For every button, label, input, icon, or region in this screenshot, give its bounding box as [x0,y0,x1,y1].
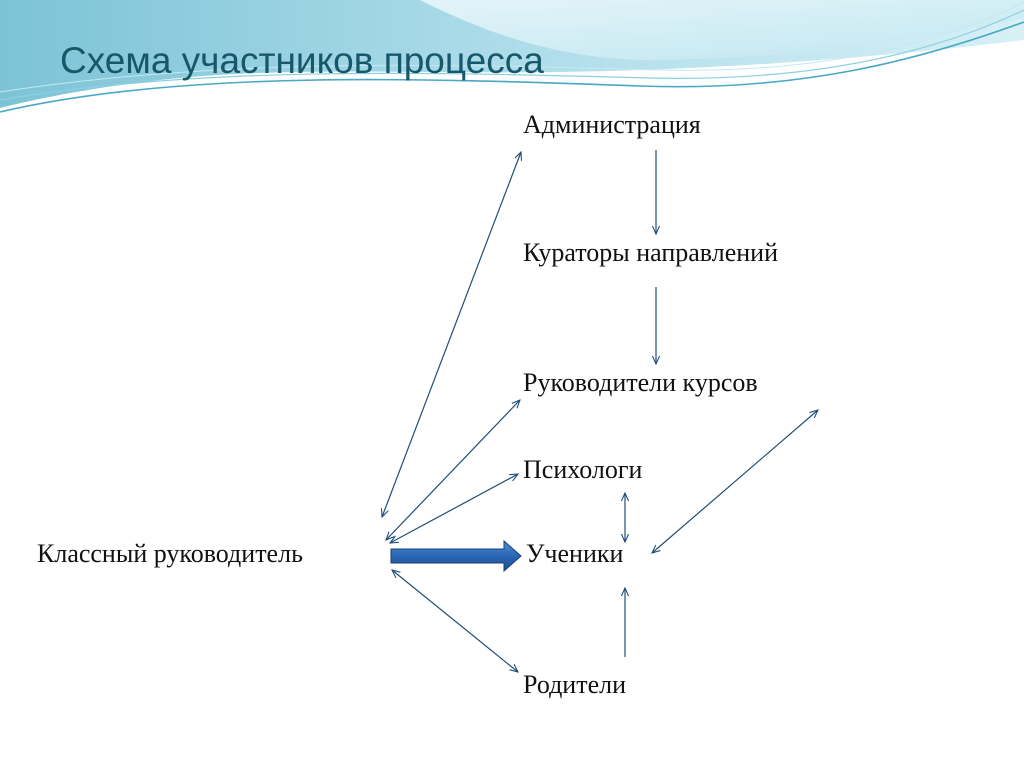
node-students: Ученики [526,539,624,568]
arrow-teacher-students-main [390,539,522,573]
slide-title: Схема участников процесса [60,40,544,81]
arrow-teacher-leaders [386,400,520,540]
wave-line-3 [0,1,1024,93]
arrow-teacher-parents [392,570,518,672]
node-curators: Кураторы направлений [523,238,778,267]
arrow-teacher-psychologists [390,474,518,543]
arrow-leaders-students [652,410,818,553]
wave-line-2 [0,9,1024,101]
wave-line-1 [0,21,1024,113]
node-class-teacher: Классный руководитель [37,539,303,568]
wave-band-light [420,0,1024,61]
arrow-teacher-admin [382,152,521,517]
node-psychologists: Психологи [523,455,643,484]
node-parents: Родители [523,670,626,699]
node-administration: Администрация [523,110,701,139]
node-course-leaders: Руководители курсов [523,368,758,397]
